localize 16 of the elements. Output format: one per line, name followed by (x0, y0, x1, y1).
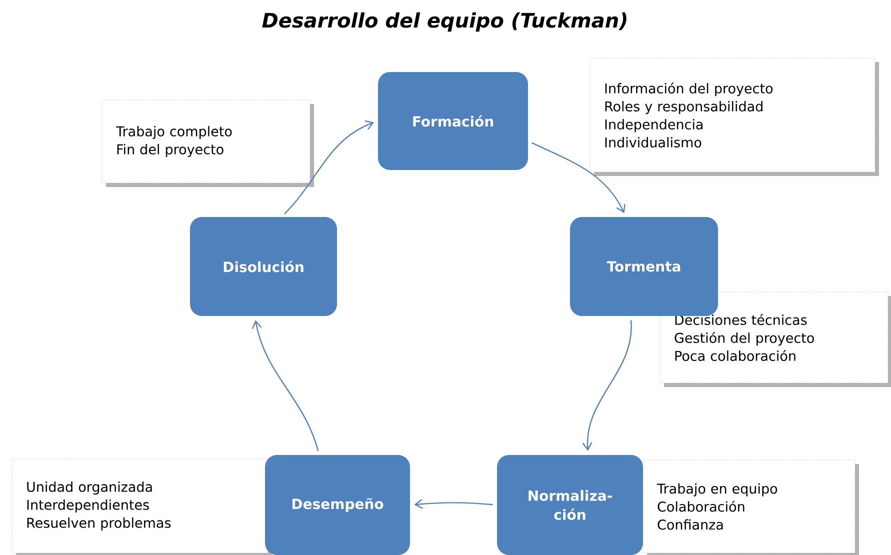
arrow (582, 320, 632, 451)
stage-box: Formación (378, 72, 528, 170)
title: Desarrollo del equipo (Tuckman) (262, 12, 626, 32)
note-box: Trabajo en equipo Colaboración Confianza (642, 460, 859, 555)
note-box: Información del proyecto Roles y responsabilidad Independencia Individualismo (590, 58, 879, 176)
arrow (532, 142, 626, 214)
note-box: Decisiones técnicas Gestión del proyecto Poca colaboración (660, 292, 891, 387)
arrow (252, 320, 319, 452)
stage-box: Disolución (190, 217, 337, 316)
arrow (284, 120, 374, 214)
stage-box: Desempeño (265, 455, 410, 555)
stage-box: Tormenta (570, 217, 718, 316)
note-box: Unidad organizada Interdependientes Resuelven problemas (12, 458, 272, 555)
stage-box: Normaliza- ción (497, 455, 643, 555)
note-box: Trabajo completo Fin del proyecto (102, 100, 314, 187)
arrow (414, 499, 493, 509)
